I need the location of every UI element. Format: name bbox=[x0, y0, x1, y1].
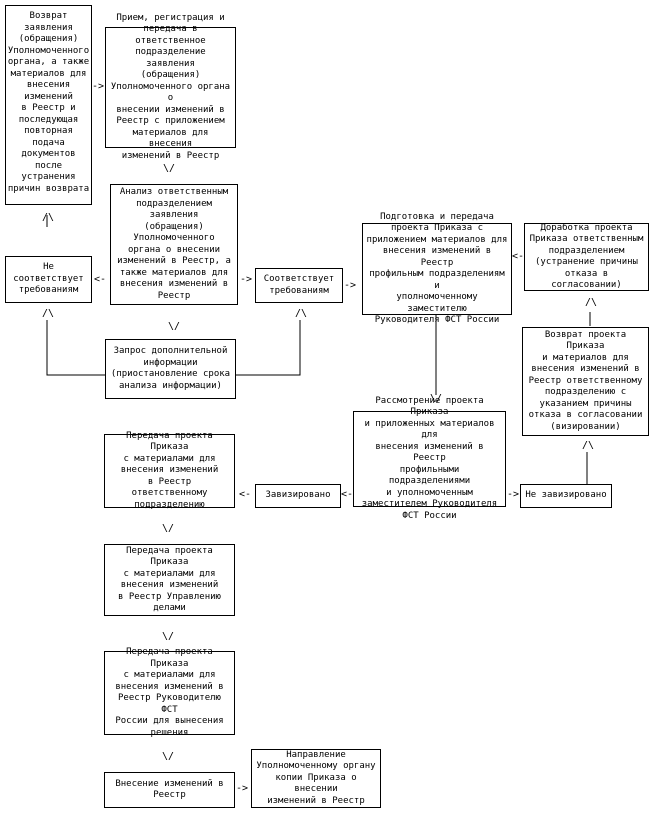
box-sending-copy: Направление Уполномоченному органу копии… bbox=[251, 749, 381, 808]
box-compliant: Соответствует требованиям bbox=[255, 268, 343, 303]
arrow-up-icon: /\ bbox=[42, 212, 55, 223]
box-review-project: Рассмотрение проекта Приказа и приложенн… bbox=[353, 396, 506, 521]
arrow-right-icon: -> bbox=[236, 783, 249, 794]
arrow-up-icon: /\ bbox=[295, 308, 308, 319]
box-not-compliant: Не соответствует требованиям bbox=[5, 256, 92, 303]
box-approved: Завизировано bbox=[255, 484, 341, 508]
arrow-down-icon: \/ bbox=[162, 523, 175, 534]
arrow-down-icon: \/ bbox=[162, 631, 175, 642]
arrow-down-icon: \/ bbox=[168, 321, 181, 332]
arrow-down-icon: \/ bbox=[163, 163, 176, 174]
arrow-left-icon: <- bbox=[94, 274, 107, 285]
box-making-changes: Внесение изменений в Реестр bbox=[104, 772, 235, 808]
arrow-right-icon: -> bbox=[507, 489, 520, 500]
arrow-left-icon: <- bbox=[341, 489, 354, 500]
arrow-down-icon: \/ bbox=[430, 393, 443, 404]
arrow-left-icon: <- bbox=[239, 489, 252, 500]
box-analysis: Анализ ответственным подразделением заяв… bbox=[110, 184, 238, 305]
arrow-right-icon: -> bbox=[92, 81, 105, 92]
arrow-up-icon: /\ bbox=[585, 297, 598, 308]
box-transfer-responsible: Передача проекта Приказа с материалами д… bbox=[104, 431, 235, 510]
box-rework-project: Доработка проекта Приказа ответственным … bbox=[524, 223, 649, 291]
box-request-information: Запрос дополнительной информации (приост… bbox=[105, 339, 236, 399]
arrow-up-icon: /\ bbox=[582, 440, 595, 451]
arrow-down-icon: \/ bbox=[162, 751, 175, 762]
arrow-right-icon: -> bbox=[344, 280, 357, 291]
arrow-up-icon: /\ bbox=[42, 308, 55, 319]
box-transfer-admin: Передача проекта Приказа с материалами д… bbox=[104, 544, 235, 616]
box-return-application: Возврат заявления (обращения) Уполномоче… bbox=[5, 5, 92, 205]
box-return-project: Возврат проекта Приказа и материалов для… bbox=[522, 327, 649, 436]
box-transfer-head: Передача проекта Приказа с материалами д… bbox=[104, 647, 235, 738]
arrow-right-icon: -> bbox=[240, 274, 253, 285]
box-not-approved: Не завизировано bbox=[520, 484, 612, 508]
box-prepare-project: Подготовка и передача проекта Приказа с … bbox=[362, 212, 512, 325]
arrow-left-icon: <- bbox=[512, 251, 525, 262]
